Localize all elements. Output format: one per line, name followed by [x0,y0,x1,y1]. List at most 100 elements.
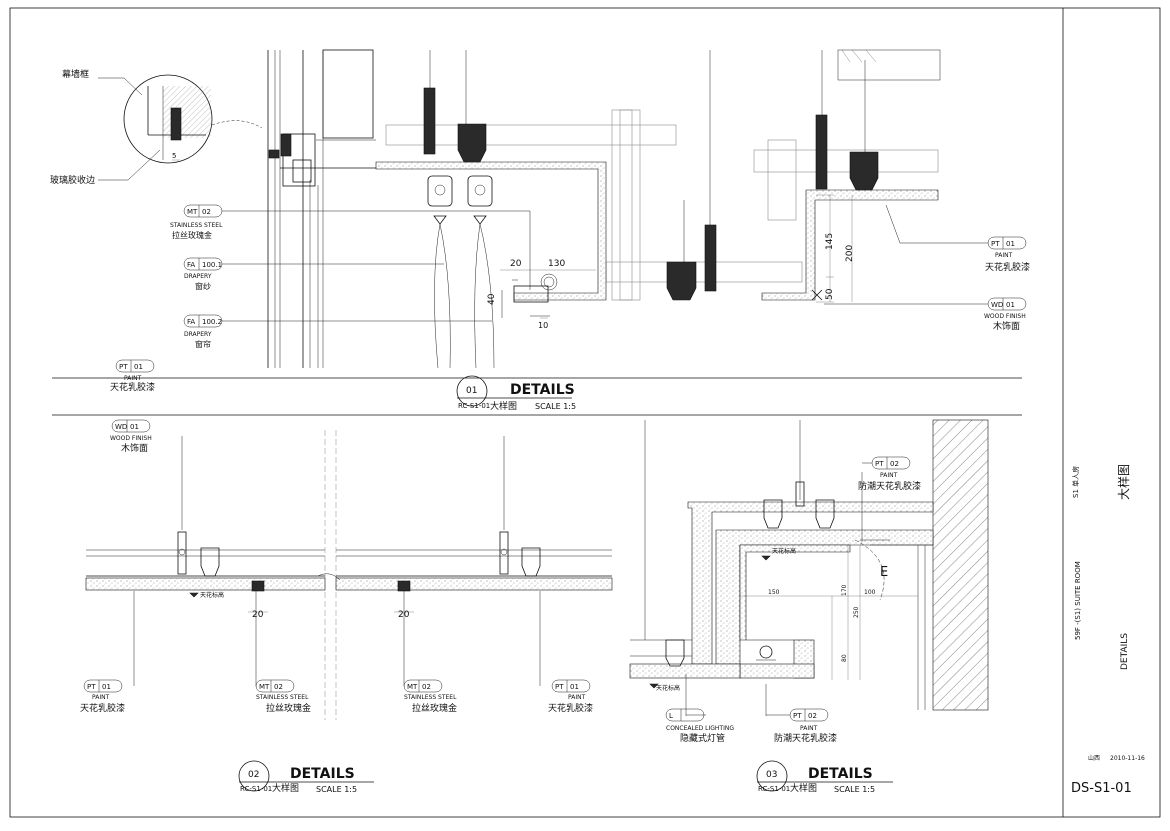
d02-paint-r-tag-num: 01 [570,683,579,691]
paint-l-cn: 天花乳胶漆 [110,381,155,393]
d03-paint-top-tag-num: 02 [890,460,899,468]
title-block: S1 单人房 大样图 59F -(S1) SUITE ROOM DETAILS … [1071,464,1145,796]
detail-01-text: 幕墙框 玻璃胶收边 STAINLESS STEEL 拉丝玫瑰金 DRAPERY … [50,68,1030,412]
d01-ss-leader [222,210,531,290]
dim-5: 5 [172,152,176,160]
d03-num: 03 [766,770,777,780]
d01-wood-tag-code: WD [991,301,1003,309]
d03-paint-bottom-tag-code: PT [793,712,802,720]
d01-wood-tag-num: 01 [1006,301,1015,309]
ceiling-board-01 [375,161,607,301]
d01-title: DETAILS [510,382,575,398]
d02-wood-tag-box [111,419,151,433]
d02-wood-tag-code: WD [115,423,127,431]
d01-ref: RC-S1-01 [458,402,490,410]
wall-hatch-03 [932,419,989,711]
d02-level: 天花标高 [200,591,224,599]
mullion-profile [282,133,316,187]
d02-ss-l-tag-num: 02 [274,683,283,691]
ss-cn: 拉丝玫瑰金 [172,230,212,240]
d03-lighting-tag: L [665,708,706,722]
d02-ss-l-tag-code: MT [259,683,270,691]
ss-en: STAINLESS STEEL [170,222,223,229]
d01-sheer-tag-code: FA [187,261,195,269]
d03-ref: RC-S1-01 [758,785,790,793]
dim-50: 50 [825,288,835,300]
d02-paint-r-cn: 天花乳胶漆 [548,702,593,714]
d02-ss-r-en: STAINLESS STEEL [404,694,457,701]
d02-dim-20a: 20 [252,610,264,620]
d01-curtain-tag-num: 100.2 [202,318,222,326]
insulation-wall [322,49,374,139]
d02-ss-l-tag: MT 02 [255,679,295,693]
d01-paint-l-tag-code: PT [119,363,128,371]
d01-ss-tag-code: MT [187,208,198,216]
enlarged-detail-circle [123,74,213,164]
d01-paint-r-tag-num: 01 [1006,240,1015,248]
detail-03-text: PAINT 防潮天花乳胶漆 天花标高 天花标高 E 150 100 170 25… [656,472,921,794]
paint-r-cn: 天花乳胶漆 [985,261,1030,273]
dim-20: 20 [510,259,522,269]
room-cn: S1 单人房 [1071,466,1080,498]
d03-dim-150: 150 [768,589,780,596]
room-en: 59F -(S1) SUITE ROOM [1074,561,1082,640]
details-en: DETAILS [1120,633,1130,670]
label-glass-glue: 玻璃胶收边 [50,174,95,186]
d01-sheer-tag-num: 100.1 [202,261,222,269]
d03-scale: SCALE 1:5 [834,785,875,794]
curtain-cn: 窗帘 [195,339,211,349]
d03-dim-100: 100 [864,589,876,596]
sheer-cn: 窗纱 [195,281,211,291]
ceiling-board-02-left [85,577,326,591]
d03-paint-top-en: PAINT [880,472,898,479]
d01-num: 01 [466,386,477,396]
d02-ss-r-tag-code: MT [407,683,418,691]
d02-ss-r-tag: MT 02 [403,679,443,693]
d02-scale: SCALE 1:5 [316,785,357,794]
d03-paint-bottom-tag: PT 02 [766,708,829,722]
d03-title: DETAILS [808,766,873,782]
sheet-border [9,7,1161,818]
d02-ss-r-tag-box [403,679,443,693]
d02-wood-cn: 木饰面 [121,442,148,454]
d02-title-cn: 大样图 [272,782,299,794]
d01-scale: SCALE 1:5 [535,402,576,411]
d03-title-cn: 大样图 [790,782,817,794]
d01-sheer-tag: FA 100.1 [183,257,444,271]
d02-ss-r-tag-num: 02 [422,683,431,691]
sheer-en: DRAPERY [184,273,212,280]
curtain-en: DRAPERY [184,331,212,338]
dim-40: 40 [487,293,497,305]
sheet-number: DS-S1-01 [1071,781,1132,796]
d03-dim-170: 170 [841,584,848,596]
d03-level-top: 天花标高 [772,547,796,555]
d02-ref: RC-S1-01 [240,785,272,793]
detail-03 [629,419,989,716]
d03-paint-bottom-tag-num: 02 [808,712,817,720]
d02-paint-r-tag-box [551,679,591,693]
d02-ss-l-cn: 拉丝玫瑰金 [266,702,311,714]
d03-paint-bottom-en: PAINT [800,725,818,732]
detail-02 [85,430,613,720]
d03-level-bottom: 天花标高 [656,684,680,692]
dim-200: 200 [845,245,855,262]
d02-wood-tag-num: 01 [130,423,139,431]
title-badges [238,375,893,792]
d01-paint-r-tag-code: PT [991,240,1000,248]
d02-paint-l-cn: 天花乳胶漆 [80,702,125,714]
signature: 山西 [1088,754,1100,762]
wood-cn: 木饰面 [993,320,1020,332]
d02-ss-l-en: STAINLESS STEEL [256,694,309,701]
date: 2010-11-16 [1110,755,1145,762]
d01-paint-r-leader [885,204,988,244]
paint-l-en: PAINT [124,375,142,382]
d03-section-mark: E [880,565,888,580]
d03-dim-250: 250 [853,606,860,618]
d02-paint-l-tag-code: PT [87,683,96,691]
